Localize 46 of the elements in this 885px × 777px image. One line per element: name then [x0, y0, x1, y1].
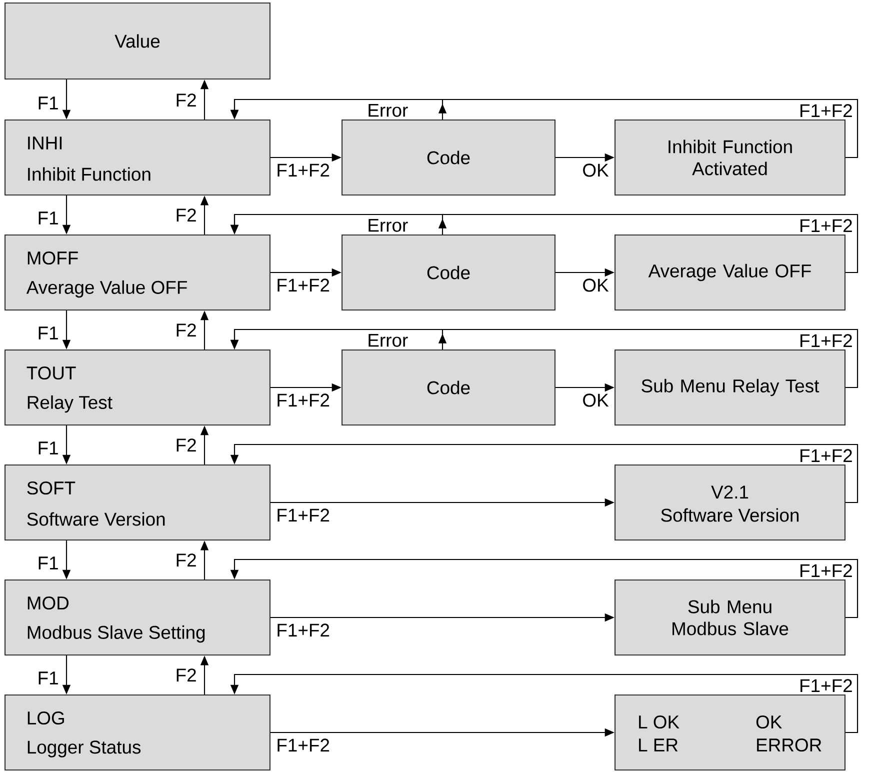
edge-label: F2 [176, 668, 196, 682]
edge-label: OK [583, 278, 609, 292]
menu-box: MOFF Average Value OFF [4, 234, 270, 311]
menu-box: TOUT Relay Test [4, 349, 270, 426]
edge-label: F1+F2 [800, 449, 852, 462]
edge-label: F1+F2 [278, 738, 330, 752]
edge-label: F1+F2 [800, 334, 852, 348]
edge-label: F1+F2 [278, 624, 330, 637]
edge-label: F2 [176, 208, 196, 222]
edge-label: OK [583, 164, 609, 177]
edge-label: F1+F2 [800, 679, 852, 692]
edge-label: Error [368, 334, 408, 347]
code-box: Code [342, 119, 556, 196]
edge-label: F1+F2 [800, 564, 852, 578]
edge-label: F1 [38, 326, 58, 340]
edge-label: F2 [176, 554, 196, 566]
result-box: V2.1 Software Version [614, 464, 846, 541]
edge-label: F1 [38, 672, 58, 684]
menu-box: LOG Logger Status [4, 694, 270, 771]
edge-label: F1 [38, 96, 58, 110]
edge-label: F2 [176, 438, 196, 452]
edge-label: F1 [38, 212, 58, 224]
edge-label: F1+F2 [278, 394, 330, 407]
result-box: Sub Menu Relay Test [614, 349, 846, 426]
result-box: Inhibit Function Activated [614, 119, 846, 196]
edge-label: F2 [176, 324, 196, 336]
result-box: Sub Menu Modbus Slave [614, 579, 846, 656]
menu-box: Value [4, 2, 270, 80]
edge-label: F1+F2 [278, 508, 330, 522]
edge-label: F1 [38, 556, 58, 570]
edge-label: F2 [176, 94, 196, 106]
edge-label: Error [368, 218, 408, 232]
result-box: L OK OK L ER ERROR [614, 694, 846, 771]
edge-label: F1+F2 [800, 219, 852, 232]
menu-box: MOD Modbus Slave Setting [4, 579, 270, 656]
code-box: Code [342, 349, 556, 426]
edge-label: OK [583, 394, 609, 407]
edge-label: F1+F2 [278, 278, 330, 292]
edge-label: F1+F2 [800, 104, 852, 118]
code-box: Code [342, 234, 556, 311]
edge-label: F1 [38, 442, 58, 454]
menu-box: SOFT Software Version [4, 464, 270, 541]
edge-label: Error [368, 104, 408, 117]
result-box: Average Value OFF [614, 234, 846, 311]
edge-label: F1+F2 [278, 164, 330, 177]
menu-box: INHI Inhibit Function [4, 119, 270, 196]
